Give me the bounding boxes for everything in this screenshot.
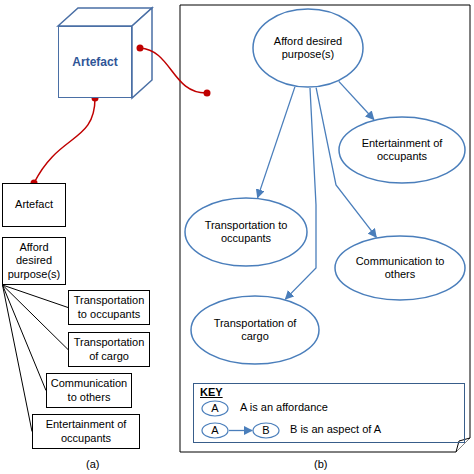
ellipse-shape [202, 401, 228, 416]
ellipse-shape [253, 423, 279, 438]
key-text-holder: A is an affordance [240, 401, 328, 414]
tree-box: Transportation to occupants [68, 290, 150, 325]
ellipse-shape [339, 117, 465, 183]
node-text: Artefact [72, 55, 117, 69]
tree-box: Transportation of cargo [68, 332, 150, 367]
node-text: B [262, 424, 269, 437]
connector [258, 87, 295, 198]
affordance-ellipse: Transportation of cargo [190, 295, 320, 365]
ellipse-shape [191, 296, 319, 364]
panel-label: (b) [314, 458, 327, 471]
artefact-cube: Artefact [58, 26, 132, 98]
connector [34, 98, 95, 183]
node-text: Entertainment of occupants [35, 418, 137, 444]
connector [3, 285, 33, 432]
node-text: Transportation to occupants [71, 294, 147, 320]
ellipse-shape [185, 198, 307, 266]
key-box: KEY A is an affordance B is an aspect of A… [193, 383, 465, 443]
node-text: A is an affordance [240, 401, 328, 414]
panel-frame [180, 5, 470, 452]
key-ellipse: B [252, 422, 280, 439]
key-ellipse: A [201, 400, 229, 417]
panel-label: (a) [86, 458, 99, 471]
ellipse-shape [335, 236, 465, 300]
cube-side-face [132, 8, 152, 98]
connector [3, 285, 69, 308]
connector [3, 285, 47, 391]
node-text: Artefact [15, 198, 53, 211]
affordance-ellipse: Transportation to occupants [184, 197, 308, 267]
link-dot [137, 45, 144, 52]
panel-fold [456, 438, 470, 452]
node-text: Communication to others [49, 377, 129, 403]
node-text: Transportation to occupants [203, 219, 289, 245]
key-text-holder: KEY [200, 386, 223, 399]
node-text: Afford desired purpose(s) [269, 35, 347, 61]
node-text: Transportation of cargo [210, 317, 300, 343]
node-text: A [211, 424, 218, 437]
affordance-ellipse: Communication to others [334, 235, 466, 301]
tree-box: Artefact [2, 183, 66, 227]
affordance-ellipse: Afford desired purpose(s) [252, 8, 364, 88]
tree-box: Entertainment of occupants [32, 414, 140, 449]
connector [285, 88, 316, 299]
node-text: Transportation of cargo [71, 336, 147, 362]
affordance-ellipse: Entertainment of occupants [338, 116, 466, 184]
key-ellipse: A [201, 422, 229, 439]
node-text: KEY [200, 386, 223, 399]
node-text: A [211, 402, 218, 415]
connector [229, 430, 252, 431]
node-text: B is an aspect of A [290, 423, 381, 436]
connector [3, 285, 69, 350]
tree-box: Afford desired purpose(s) [2, 237, 66, 285]
link-dot [204, 90, 211, 97]
ellipse-shape [202, 423, 228, 438]
link-line [140, 48, 207, 93]
node-text: Afford desired purpose(s) [5, 241, 63, 281]
connector [339, 81, 374, 119]
key-text-holder: B is an aspect of A [290, 423, 381, 436]
tree-box: Communication to others [46, 373, 132, 408]
node-text: Entertainment of occupants [357, 137, 447, 163]
node-text: Communication to others [354, 255, 446, 281]
ellipse-shape [253, 9, 363, 87]
